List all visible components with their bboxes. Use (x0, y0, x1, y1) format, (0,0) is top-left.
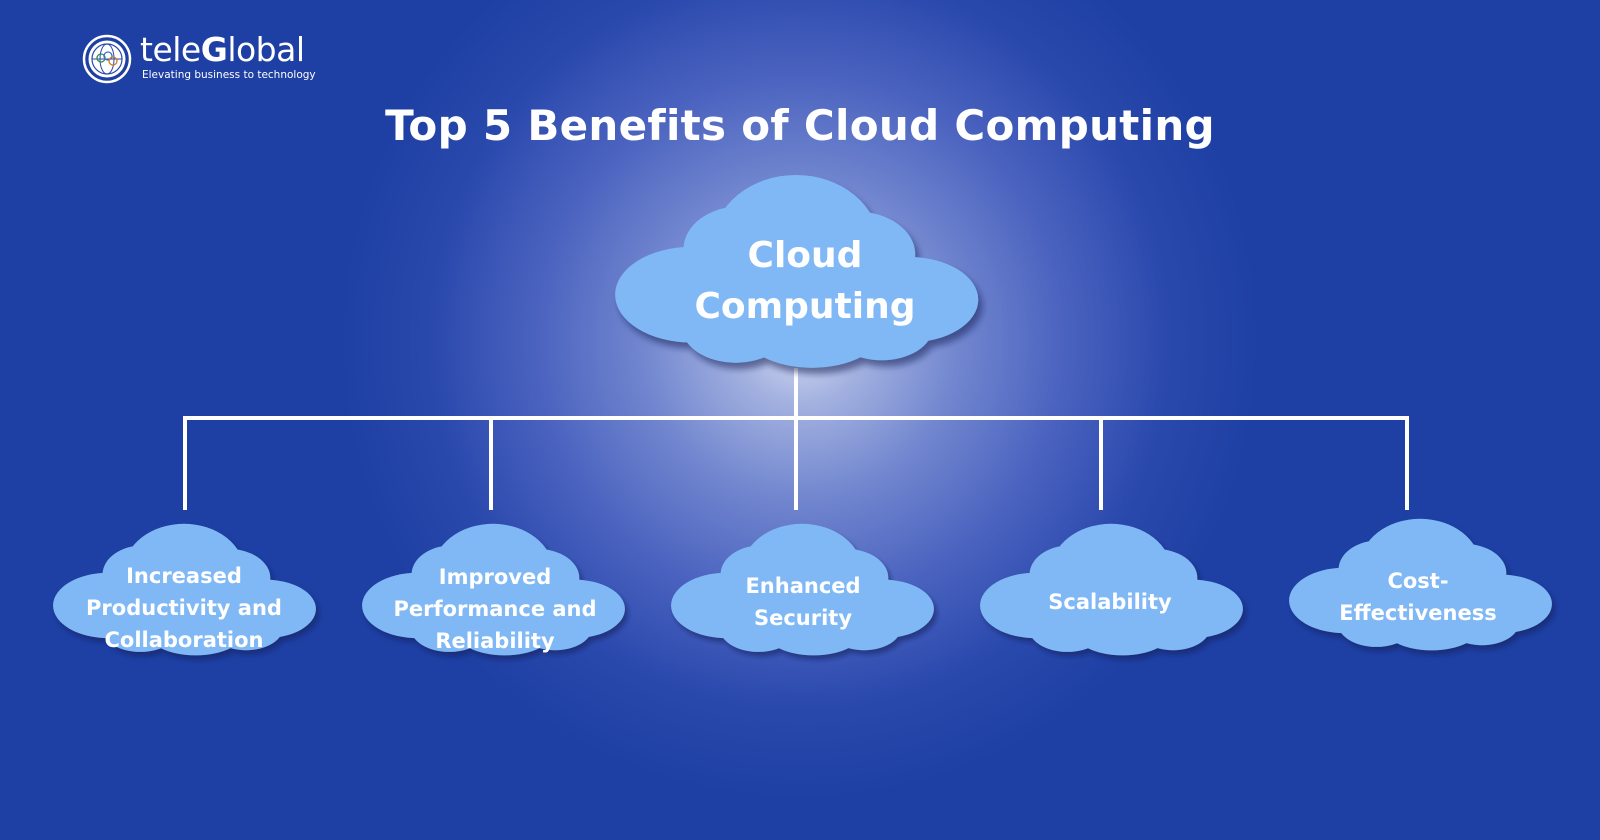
benefit-2-line-3: Reliability (435, 629, 555, 653)
benefit-2-line-2: Performance and (393, 597, 597, 621)
connector-lines (183, 368, 1409, 510)
benefit-label-1: Increased Productivity and Collaboration (69, 553, 299, 663)
benefit-3-line-1: Enhanced (745, 574, 861, 598)
benefit-3-line-2: Security (753, 606, 853, 630)
benefit-label-3: Enhanced Security (688, 547, 918, 657)
globe-seal-icon (82, 34, 132, 84)
benefit-5-line-1: Cost- (1387, 569, 1449, 593)
brand-name: teleGlobal (140, 30, 305, 69)
central-node-line-2: Computing (694, 286, 916, 327)
benefit-label-4: Scalability (995, 547, 1225, 657)
central-node-label: Cloud Computing (650, 226, 960, 336)
benefit-label-5: Cost- Effectiveness (1303, 542, 1533, 652)
brand-tagline: Elevating business to technology (142, 69, 316, 81)
central-node-line-1: Cloud (747, 235, 863, 276)
brand-logo: teleGlobal Elevating business to technol… (82, 30, 332, 88)
benefit-label-2: Improved Performance and Reliability (380, 554, 610, 664)
benefit-2-line-1: Improved (438, 565, 552, 589)
benefit-4-line-1: Scalability (1048, 590, 1172, 614)
benefit-5-line-2: Effectiveness (1339, 601, 1497, 625)
page-title: Top 5 Benefits of Cloud Computing (385, 101, 1215, 150)
benefit-1-line-3: Collaboration (104, 628, 264, 652)
benefit-1-line-1: Increased (126, 564, 242, 588)
benefit-1-line-2: Productivity and (86, 596, 282, 620)
